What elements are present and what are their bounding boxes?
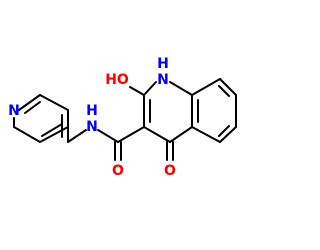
bond-c3-c4 [143, 126, 171, 143]
bond-c8a-c8 [191, 78, 221, 96]
amide-nitrogen-label: N [86, 119, 98, 135]
amide-oxygen-label: O [112, 163, 124, 179]
bond-c6-c5 [219, 126, 237, 143]
bond-c6-c5-inner [218, 125, 230, 137]
bond-c8-c7-inner [218, 85, 230, 97]
bond-amide-c-n [97, 129, 119, 143]
amide-nh-hydrogen-label: H [86, 103, 98, 119]
bonds [13, 78, 237, 161]
bond-c5-c4a [191, 126, 221, 143]
bond-c3-amide-c [117, 126, 145, 143]
bond-c2-oh [129, 86, 145, 96]
bond-c8a-n1 [169, 81, 193, 96]
pyridine-nitrogen-label: N [8, 103, 20, 119]
bond-py-c6-c5 [13, 126, 41, 143]
bond-c8-c7 [219, 78, 237, 96]
bond-py-c2-n [18, 94, 41, 111]
hydroxyl-oxygen-label: HO [105, 72, 129, 88]
bond-py-c3-c2 [39, 94, 69, 111]
atom-labels: H N HO H N O O N [8, 56, 176, 179]
bond-py-c5-c4 [39, 126, 69, 143]
bond-py-c5-c4-inner [41, 123, 63, 137]
keto-oxygen-label: O [164, 163, 176, 179]
molecule-structure-diagram: H N HO H N O O N [8, 56, 237, 179]
bond-c4-c4a [169, 126, 193, 143]
quinoline-nh-hydrogen-label: H [157, 56, 169, 72]
quinoline-nitrogen-label: N [157, 72, 169, 88]
bond-py-c2-n-inner [24, 101, 41, 114]
bond-n1-c2 [143, 81, 157, 96]
bond-amide-n-ring [67, 129, 87, 143]
